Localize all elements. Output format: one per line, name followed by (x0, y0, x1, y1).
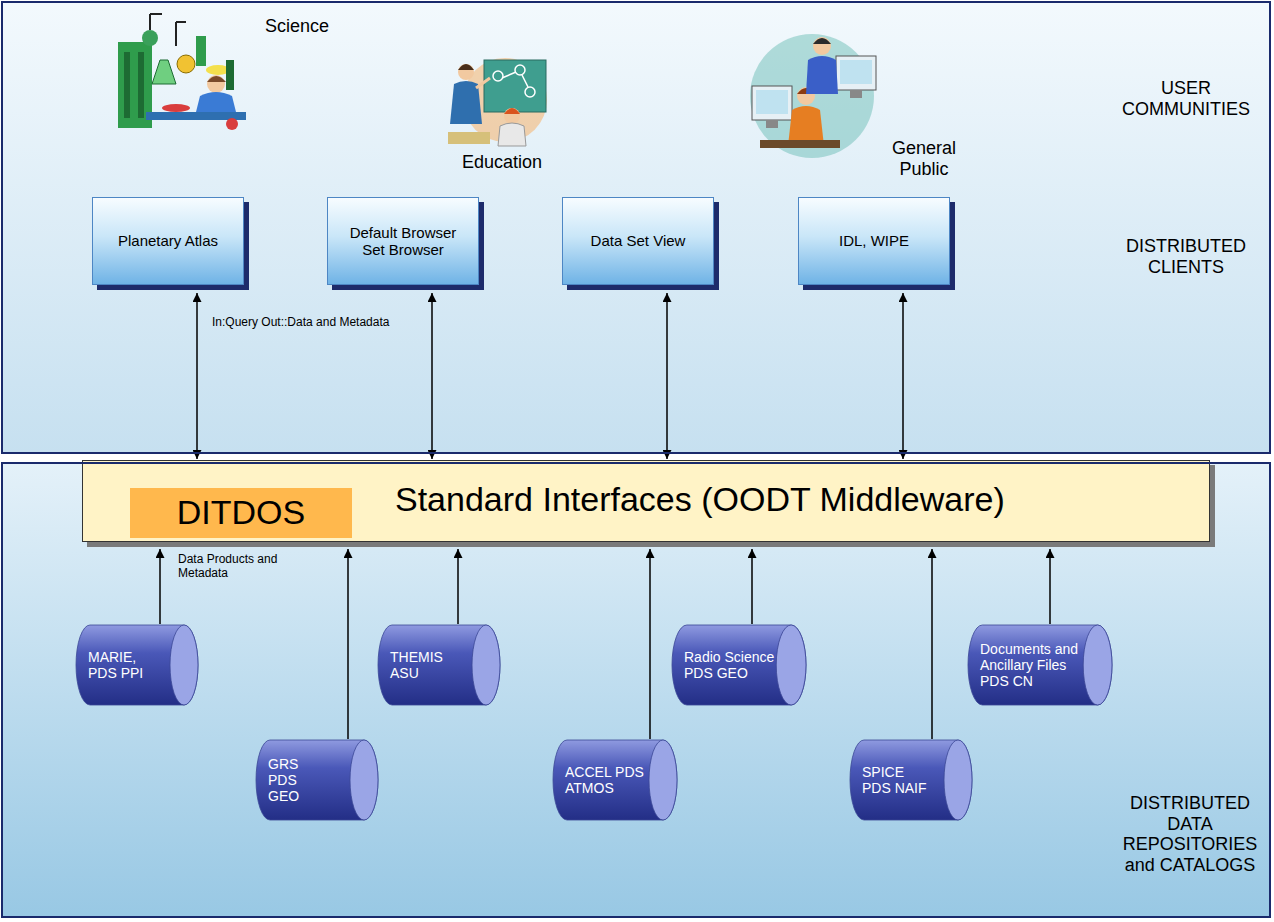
repository-cylinder: ACCEL PDS ATMOS (553, 740, 677, 820)
connector-arrow (902, 293, 904, 459)
repository-cylinder: Radio Science PDS GEO (672, 625, 806, 705)
community-label: Science (252, 16, 342, 37)
connector-arrow (666, 293, 668, 459)
connector-arrow (159, 549, 161, 624)
client-box: Default Browser Set Browser (327, 197, 479, 285)
connector-arrow (751, 549, 753, 624)
community-label: Education (452, 152, 552, 173)
box-label: Standard Interfaces (OODT Middleware) (395, 480, 1005, 519)
box-label: DITDOS (177, 493, 305, 532)
repository-label: Radio Science PDS GEO (684, 649, 778, 681)
layer-label: DISTRIBUTED CLIENTS (1104, 236, 1268, 277)
layer-label: USER COMMUNITIES (1104, 78, 1268, 119)
middleware-bar: Standard Interfaces (OODT Middleware) DIT… (82, 460, 1210, 542)
region-panel: DISTRIBUTED DATA REPOSITORIES and CATALO… (1, 462, 1271, 918)
client-box: IDL, WIPE (798, 197, 950, 285)
repository-cylinder: GRS PDS GEO (256, 740, 378, 820)
client-box: Planetary Atlas (92, 197, 244, 285)
education-illustration (448, 58, 547, 146)
community-label: General Public (884, 138, 964, 179)
box-label: Data Set View (591, 232, 686, 249)
science-illustration (118, 14, 246, 130)
repository-cylinder: THEMIS ASU (378, 625, 500, 705)
connector-arrow (1049, 549, 1051, 624)
box-label: Default Browser Set Browser (342, 224, 464, 259)
repository-label: MARIE, PDS PPI (88, 649, 154, 681)
repository-cylinder: SPICE PDS NAIF (850, 740, 972, 820)
region-panel: USER COMMUNITIES DISTRIBUTED CLIENTS Plane… (1, 1, 1271, 454)
general-public-illustration (750, 34, 876, 158)
repository-cylinder: MARIE, PDS PPI (76, 625, 198, 705)
connector-arrow (457, 549, 459, 624)
edge-label: Data Products and Metadata (178, 553, 288, 581)
repository-cylinder: Documents and Ancillary Files PDS CN (968, 625, 1112, 705)
connector-arrow (649, 549, 651, 739)
edge-label: In:Query Out::Data and Metadata (212, 316, 389, 330)
layer-label: DISTRIBUTED DATA REPOSITORIES and CATALO… (1110, 793, 1270, 876)
box-label: Planetary Atlas (118, 232, 218, 249)
client-box: Data Set View (562, 197, 714, 285)
repository-label: SPICE PDS NAIF (862, 764, 932, 796)
ditdos-box: DITDOS (130, 488, 352, 538)
repository-label: ACCEL PDS ATMOS (565, 764, 647, 796)
connector-arrow (347, 549, 349, 739)
repository-label: Documents and Ancillary Files PDS CN (980, 641, 1084, 689)
repository-label: THEMIS ASU (390, 649, 452, 681)
repository-label: GRS PDS GEO (268, 756, 330, 804)
connector-arrow (931, 549, 933, 739)
connector-arrow (196, 293, 198, 459)
panel-ground (1, 1, 1271, 454)
box-label: IDL, WIPE (839, 232, 909, 249)
connector-arrow (431, 293, 433, 459)
